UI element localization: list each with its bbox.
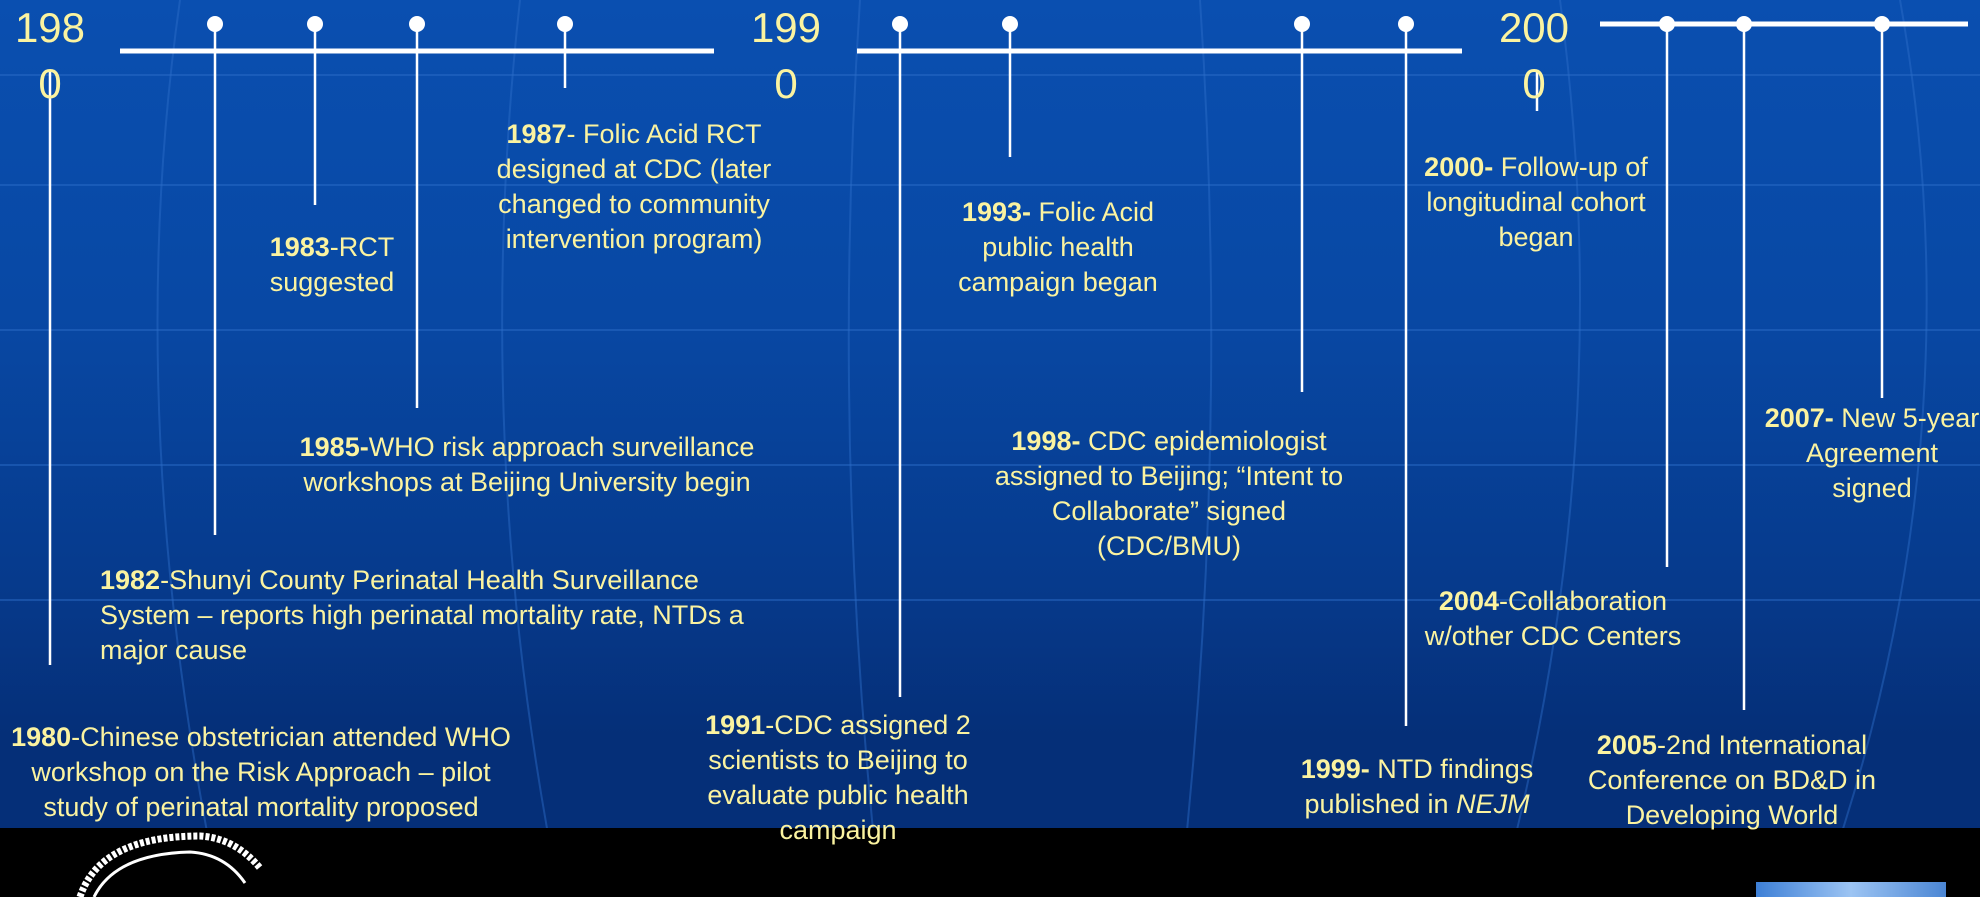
event-1991: 1991-CDC assigned 2 scientists to Beijin… xyxy=(705,710,971,845)
event-2005: 2005-2nd International Conference on BD&… xyxy=(1587,730,1877,830)
seal-logo xyxy=(76,832,263,897)
footer-bar xyxy=(0,828,1980,897)
event-1982: 1982-Shunyi County Perinatal Health Surv… xyxy=(100,565,744,665)
event-2004: 2004-Collaboration w/other CDC Centers xyxy=(1424,586,1682,651)
decade-1980-label: 198 0 xyxy=(14,4,86,107)
event-1980: 1980-Chinese obstetrician attended WHO w… xyxy=(11,722,511,822)
event-1985: 1985-WHO risk approach surveillance work… xyxy=(299,432,755,497)
decade-2000-label: 200 0 xyxy=(1498,4,1570,107)
event-1983: 1983-RCT suggested xyxy=(269,232,395,297)
corner-image xyxy=(1756,882,1946,897)
event-1993: 1993- Folic Acid public health campaign … xyxy=(958,197,1158,297)
event-2007: 2007- New 5-year Agreement signed xyxy=(1764,403,1980,503)
event-1999: 1999- NTD findings published in NEJM xyxy=(1300,754,1534,819)
event-1998: 1998- CDC epidemiologist assigned to Bei… xyxy=(994,426,1344,561)
decade-1990-label: 199 0 xyxy=(750,4,822,107)
event-2000: 2000- Follow-up of longitudinal cohort b… xyxy=(1424,152,1648,252)
event-1987: 1987- Folic Acid RCT designed at CDC (la… xyxy=(496,119,772,254)
